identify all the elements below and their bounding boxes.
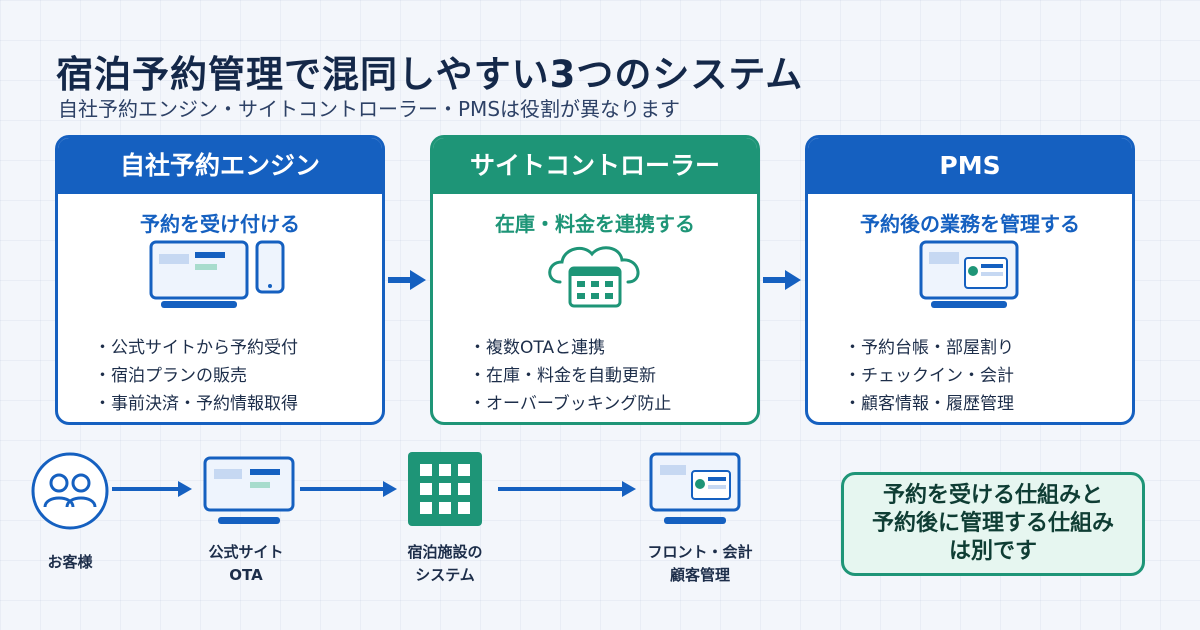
card-booking-engine: 自社予約エンジン 予約を受け付ける 公式サイトから予約受付 宿泊プランの販売 事… bbox=[55, 135, 385, 425]
monitor-dashboard-icon bbox=[808, 238, 1132, 310]
website-monitor-icon bbox=[203, 456, 295, 524]
flow-connector bbox=[112, 487, 180, 491]
card-feature-list: 公式サイトから予約受付 宿泊プランの販売 事前決済・予約情報取得 bbox=[94, 334, 298, 418]
arrow-head-icon bbox=[178, 481, 192, 497]
card-subtitle: 予約を受け付ける bbox=[140, 212, 300, 236]
list-item: 予約台帳・部屋割り bbox=[844, 334, 1014, 362]
flow-connector bbox=[498, 487, 622, 491]
arrow-head-icon bbox=[622, 481, 636, 497]
card-site-controller: サイトコントローラー 在庫・料金を連携する 複数OTAと連携 在庫・料金を自動更… bbox=[430, 135, 760, 425]
card-subtitle: 予約後の業務を管理する bbox=[860, 212, 1080, 236]
page-title: 宿泊予約管理で混同しやすい3つのシステム bbox=[56, 53, 804, 96]
page-subtitle: 自社予約エンジン・サイトコントローラー・PMSは役割が異なります bbox=[58, 97, 681, 121]
users-icon bbox=[31, 452, 109, 530]
arrow-right-icon bbox=[763, 270, 801, 290]
list-item: 事前決済・予約情報取得 bbox=[94, 390, 298, 418]
flow-label-front: フロント・会計 顧客管理 bbox=[647, 543, 753, 584]
summary-callout: 予約を受ける仕組みと 予約後に管理する仕組み は別です bbox=[841, 472, 1145, 576]
card-feature-list: 複数OTAと連携 在庫・料金を自動更新 オーバーブッキング防止 bbox=[469, 334, 671, 418]
flow-label-guest: お客様 bbox=[47, 553, 93, 571]
card-title: サイトコントローラー bbox=[433, 138, 757, 194]
card-subtitle: 在庫・料金を連携する bbox=[495, 212, 695, 236]
flow-label-hotel: 宿泊施設の システム bbox=[407, 543, 483, 584]
list-item: オーバーブッキング防止 bbox=[469, 390, 671, 418]
list-item: 在庫・料金を自動更新 bbox=[469, 362, 671, 390]
flow-connector bbox=[300, 487, 384, 491]
list-item: チェックイン・会計 bbox=[844, 362, 1014, 390]
arrow-head-icon bbox=[383, 481, 397, 497]
card-title: PMS bbox=[808, 138, 1132, 194]
card-pms: PMS 予約後の業務を管理する 予約台帳・部屋割り チェックイン・会計 顧客情報… bbox=[805, 135, 1135, 425]
arrow-right-icon bbox=[388, 270, 426, 290]
grid-system-icon bbox=[408, 452, 482, 526]
pc-and-smartphone-icon bbox=[58, 238, 382, 310]
list-item: 公式サイトから予約受付 bbox=[94, 334, 298, 362]
cloud-calendar-icon bbox=[433, 238, 757, 310]
list-item: 複数OTAと連携 bbox=[469, 334, 671, 362]
card-title: 自社予約エンジン bbox=[58, 138, 382, 194]
list-item: 顧客情報・履歴管理 bbox=[844, 390, 1014, 418]
list-item: 宿泊プランの販売 bbox=[94, 362, 298, 390]
flow-label-site: 公式サイト OTA bbox=[208, 543, 284, 584]
monitor-dashboard-icon bbox=[649, 452, 741, 524]
card-feature-list: 予約台帳・部屋割り チェックイン・会計 顧客情報・履歴管理 bbox=[844, 334, 1014, 418]
callout-text: 予約を受ける仕組みと 予約後に管理する仕組み は別です bbox=[871, 483, 1114, 564]
